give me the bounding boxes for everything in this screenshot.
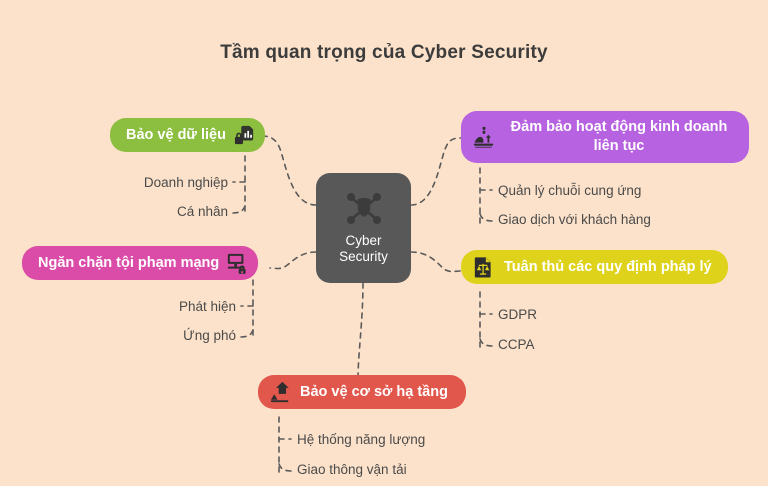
wire-center-biz xyxy=(410,137,462,206)
network-shield-icon xyxy=(346,192,381,224)
branch-label-infrastructure-protection: Bảo vệ cơ sở hạ tầng xyxy=(300,384,448,400)
legal-scales-document-icon xyxy=(474,257,491,278)
wire-center-data xyxy=(261,135,317,206)
sub-item-crime-1: Ứng phó xyxy=(183,328,236,343)
lock-document-icon xyxy=(234,125,254,145)
central-node[interactable]: Cyber Security xyxy=(316,173,411,283)
wire-biz-child-1 xyxy=(479,213,494,222)
infrastructure-building-icon xyxy=(270,381,289,403)
sub-item-legal-1: CCPA xyxy=(498,337,535,352)
factory-arrow-icon xyxy=(473,126,494,148)
sub-item-legal-0: GDPR xyxy=(498,307,538,322)
page-title: Tầm quan trọng của Cyber Security xyxy=(220,42,548,63)
branch-label-data-protection: Bảo vệ dữ liệu xyxy=(126,127,226,143)
sub-item-data-0: Doanh nghiệp xyxy=(143,175,228,190)
branch-label-business-continuity: Đảm bảo hoạt động kinh doanh liên tục xyxy=(510,119,728,154)
sub-item-data-1: Cá nhân xyxy=(176,204,228,219)
wire-crime-child-1 xyxy=(239,329,254,338)
computer-lock-icon xyxy=(228,253,246,274)
wire-infra-child-1 xyxy=(278,463,293,472)
branch-node-business-continuity[interactable]: Đảm bảo hoạt động kinh doanh liên tục xyxy=(461,111,749,163)
branch-label-legal-compliance: Tuân thủ các quy định pháp lý xyxy=(504,259,712,275)
wire-center-legal xyxy=(410,251,462,273)
central-node-label-line2: Security xyxy=(339,248,388,264)
wire-center-crime xyxy=(269,251,317,270)
branch-node-data-protection[interactable]: Bảo vệ dữ liệu xyxy=(110,118,265,152)
sub-item-crime-0: Phát hiện xyxy=(178,299,236,314)
sub-item-infra-0: Hệ thống năng lượng xyxy=(297,432,426,447)
wire-data-child-1 xyxy=(231,205,246,214)
sub-item-biz-1: Giao dịch với khách hàng xyxy=(498,212,651,227)
branch-node-legal-compliance[interactable]: Tuân thủ các quy định pháp lý xyxy=(461,250,728,284)
wire-legal-child-1 xyxy=(479,338,494,347)
sub-item-biz-0: Quản lý chuỗi cung ứng xyxy=(498,183,642,198)
central-node-label-line1: Cyber xyxy=(345,232,382,248)
branch-label-cybercrime-prevention: Ngăn chặn tội phạm mạng xyxy=(38,255,220,271)
branch-node-infrastructure-protection[interactable]: Bảo vệ cơ sở hạ tầng xyxy=(258,375,466,409)
sub-item-infra-1: Giao thông vận tải xyxy=(297,462,407,477)
branch-node-cybercrime-prevention[interactable]: Ngăn chặn tội phạm mạng xyxy=(22,246,259,280)
